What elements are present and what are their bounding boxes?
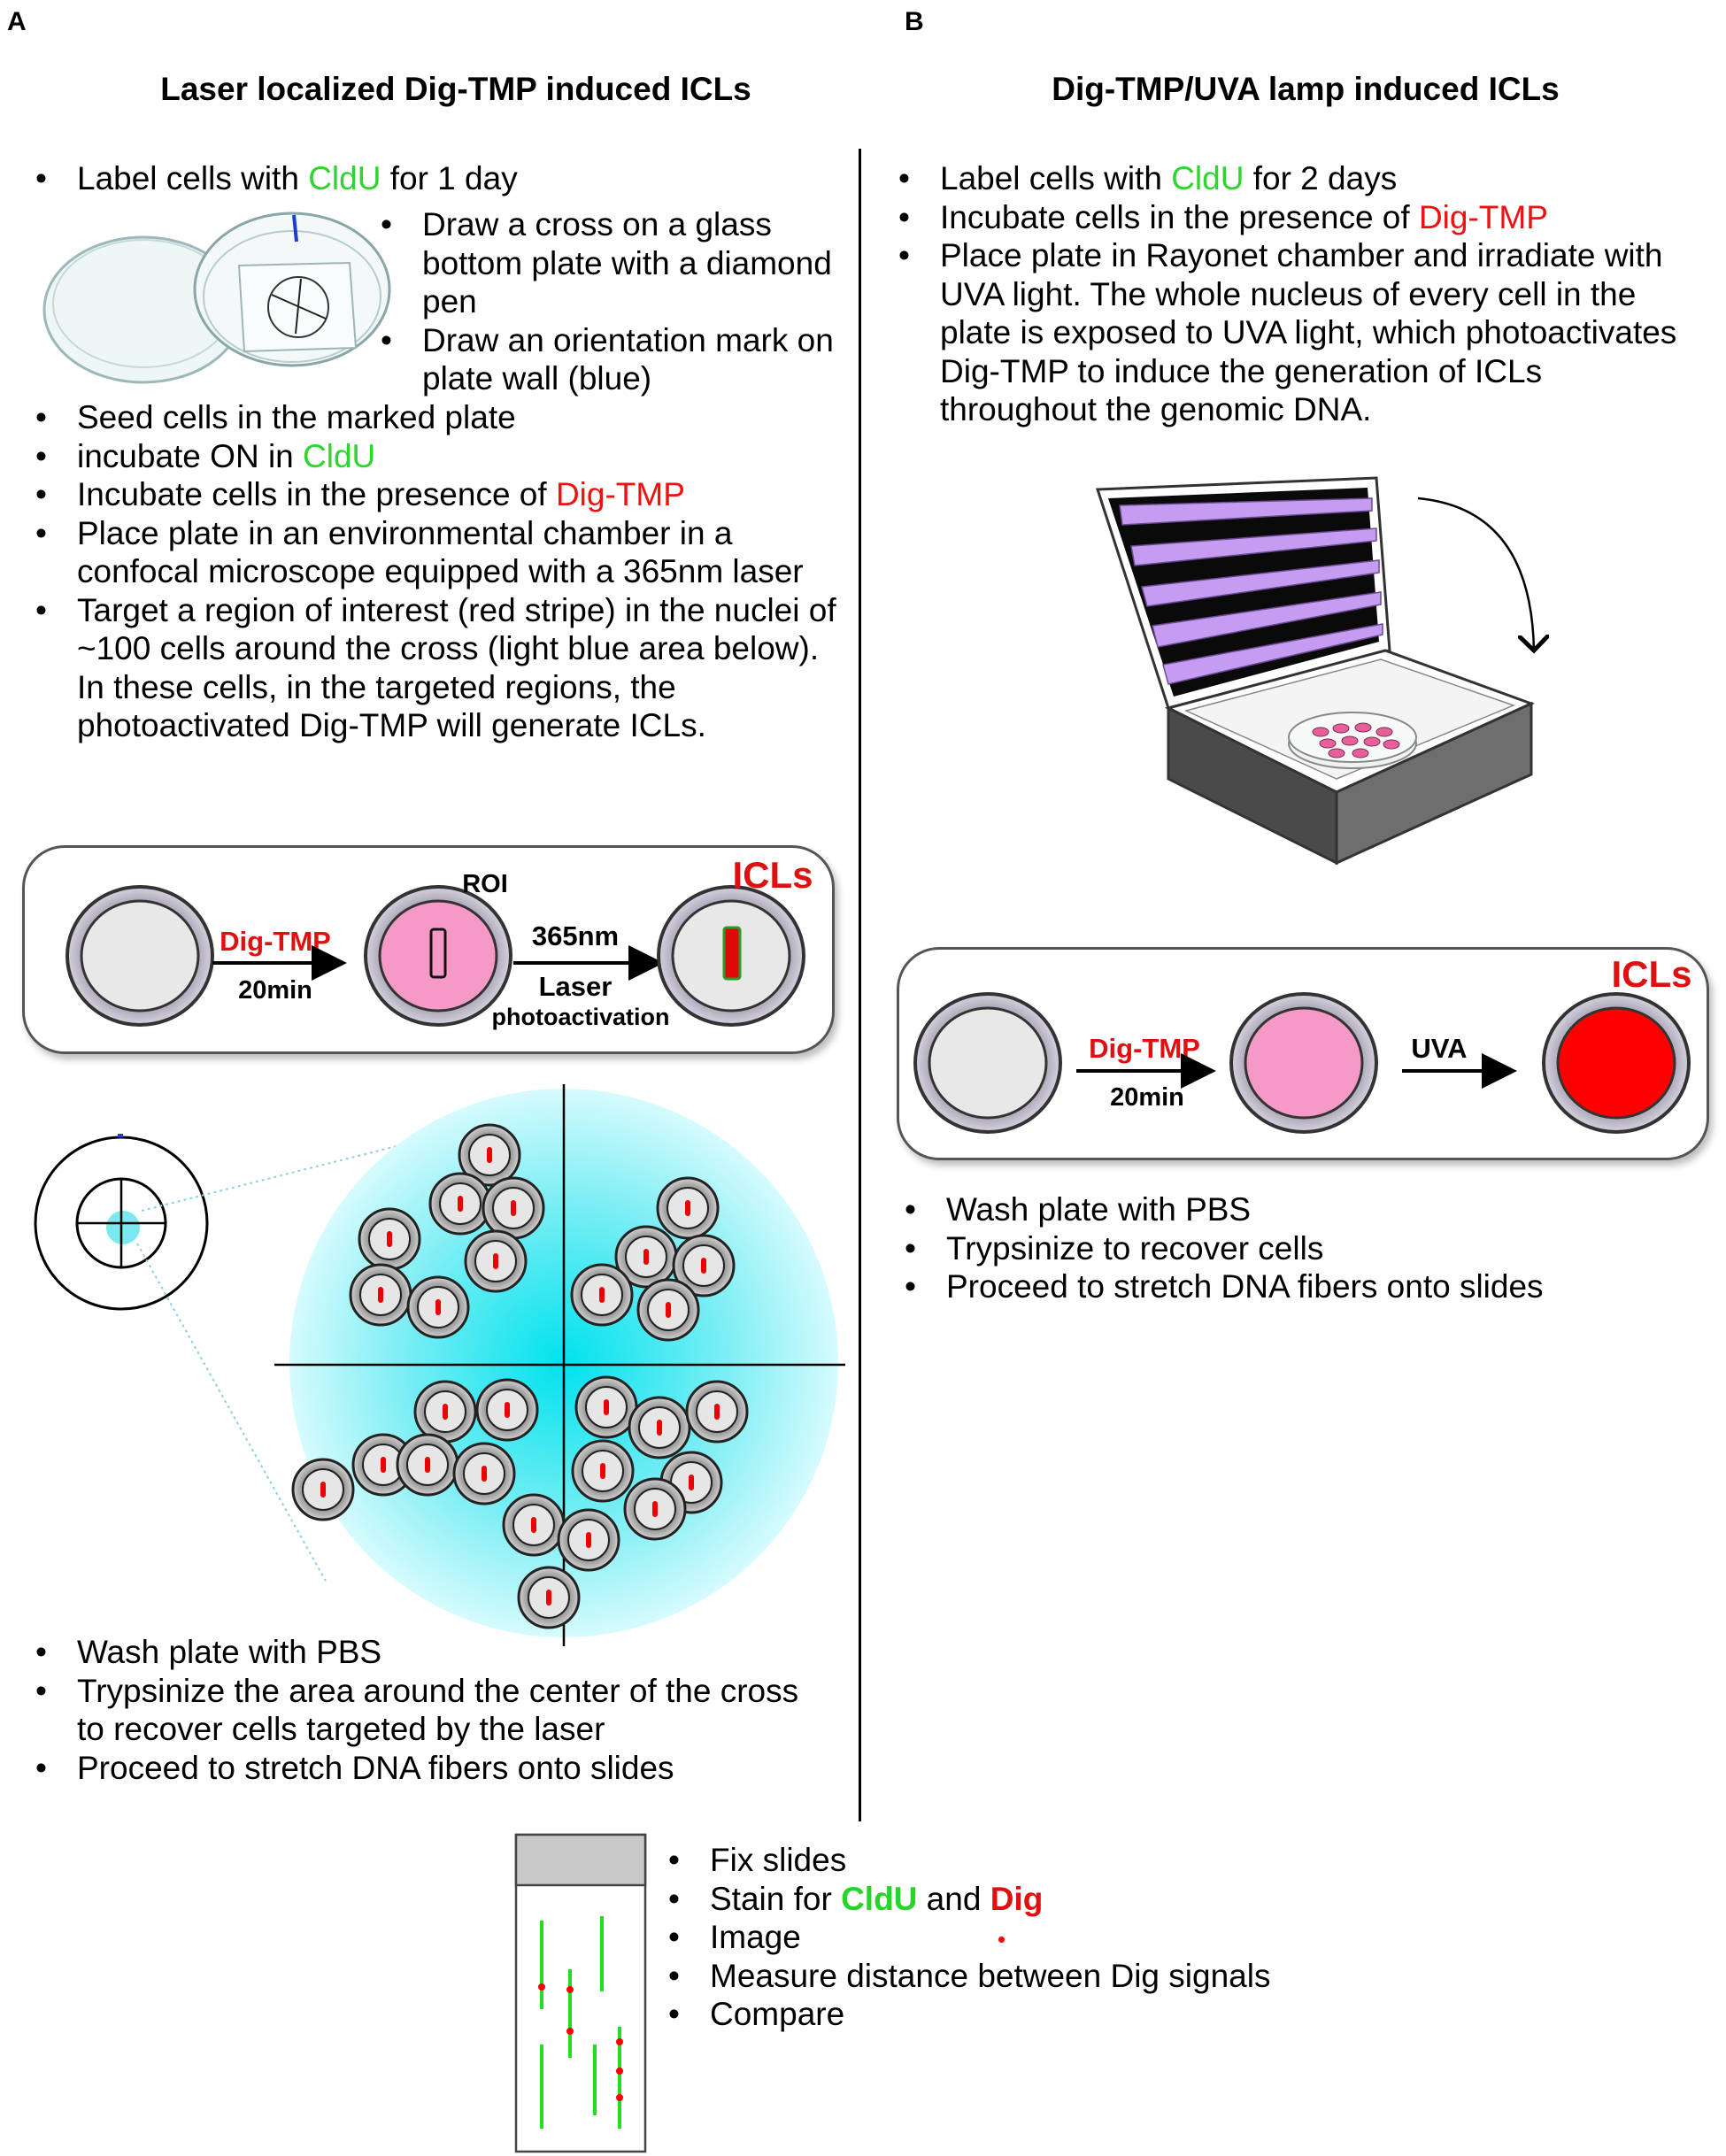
- bottom-step-compare: Compare: [668, 1995, 1465, 2034]
- rayonet-chamber-illustration: [1095, 476, 1567, 866]
- targeted-cell: [557, 1508, 620, 1572]
- targeted-cell: [413, 1380, 477, 1444]
- targeted-cell: [672, 1234, 736, 1297]
- bottom-step-stain: Stain for CldU and Dig: [668, 1880, 1465, 1919]
- b-step-stretch: Proceed to stretch DNA fibers onto slide…: [905, 1267, 1710, 1306]
- scheme-a-wavelength-label: 365nm: [532, 920, 619, 951]
- panel-b-steps-list: Label cells with CldU for 2 days Incubat…: [898, 159, 1704, 429]
- targeted-cell: [685, 1380, 749, 1444]
- targeted-cell: [574, 1375, 638, 1439]
- step-target-roi: Target a region of interest (red stripe)…: [35, 591, 838, 745]
- b-step-trypsinize: Trypsinize to recover cells: [905, 1229, 1710, 1268]
- targeted-cell: [358, 1207, 421, 1271]
- roi-rectangle: [429, 928, 447, 979]
- targeted-cell: [656, 1176, 720, 1240]
- b-step-incubate: Incubate cells in the presence of Dig-TM…: [898, 198, 1704, 237]
- scheme-a-laser-label: Laser: [539, 971, 613, 1002]
- targeted-cell: [406, 1275, 470, 1339]
- step-seed: Seed cells in the marked plate: [35, 398, 832, 437]
- targeted-cell: [571, 1439, 635, 1503]
- dish-step-orientation-mark: Draw an orientation mark on plate wall (…: [381, 321, 841, 398]
- cell-icl-laser: [657, 885, 805, 1027]
- dig-signals: [538, 1983, 623, 2101]
- b-step-rayonet: Place plate in Rayonet chamber and irrad…: [898, 236, 1704, 429]
- scheme-b-time-label: 20min: [1110, 1083, 1184, 1112]
- uva-scheme-box: Dig-TMP 20min UVA ICLs: [897, 947, 1709, 1160]
- dna-fiber-slide: [514, 1833, 647, 2153]
- targeted-cell: [349, 1263, 412, 1327]
- petri-dish-illustration: [42, 212, 391, 384]
- magnified-cell-field: [34, 1084, 845, 1646]
- targeted-cell: [482, 1176, 545, 1240]
- a-step-wash: Wash plate with PBS: [35, 1633, 832, 1672]
- step-incubate-on: incubate ON in CldU: [35, 437, 832, 476]
- dna-fibers: [540, 1916, 621, 2129]
- cell-b-untreated: [913, 992, 1062, 1134]
- bottom-step-image: Image: [668, 1918, 1465, 1957]
- uva-scheme-diagram: Dig-TMP 20min UVA ICLs: [913, 953, 1692, 1134]
- scheme-a-photoactivation-label: photoactivation: [492, 1004, 670, 1030]
- scheme-b-result-label: ICLs: [1611, 953, 1691, 995]
- panel-b-title: Dig-TMP/UVA lamp induced ICLs: [1052, 71, 1560, 107]
- targeted-cell: [502, 1493, 566, 1557]
- targeted-cell: [464, 1229, 528, 1293]
- panel-a-step-1: Label cells with CldU for 1 day: [35, 159, 832, 198]
- bottom-step-fix: Fix slides: [668, 1841, 1465, 1880]
- step-incubate-dig: Incubate cells in the presence of Dig-TM…: [35, 475, 832, 514]
- cell-b-icl: [1542, 992, 1691, 1134]
- targeted-cell: [396, 1433, 459, 1497]
- targeted-cell: [291, 1458, 355, 1521]
- step-place-microscope: Place plate in an environmental chamber …: [35, 514, 812, 591]
- b-step-wash: Wash plate with PBS: [905, 1190, 1710, 1229]
- dish-step-draw-cross: Draw a cross on a glass bottom plate wit…: [381, 205, 841, 321]
- bottom-steps-list: Fix slides Stain for CldU and Dig Image …: [668, 1841, 1465, 2034]
- bottom-step-measure: Measure distance between Dig signals: [668, 1957, 1465, 1996]
- panel-b-letter: B: [905, 7, 924, 36]
- targeted-cells: [291, 1123, 749, 1629]
- targeted-cell: [614, 1225, 678, 1289]
- panel-a-steps-list: Seed cells in the marked plate incubate …: [35, 398, 836, 745]
- panel-a-letter: A: [7, 7, 27, 36]
- targeted-cell: [475, 1378, 539, 1442]
- icl-stripe: [722, 926, 742, 981]
- a-step-stretch: Proceed to stretch DNA fibers onto slide…: [35, 1749, 832, 1788]
- overview-dish: [34, 1134, 209, 1311]
- laser-scheme-diagram: Dig-TMP 20min ROI 365nm Laser photoactiv…: [65, 854, 813, 1030]
- scheme-a-roi-label: ROI: [462, 870, 508, 898]
- cell-b-dig-treated: [1229, 992, 1378, 1134]
- targeted-cell: [517, 1566, 581, 1629]
- a-step-trypsinize: Trypsinize the area around the center of…: [35, 1672, 803, 1749]
- targeted-cell: [636, 1278, 700, 1342]
- scheme-b-drug-label: Dig-TMP: [1089, 1033, 1200, 1064]
- panel-a-after-steps: Wash plate with PBS Trypsinize the area …: [35, 1633, 832, 1787]
- scheme-a-drug-label: Dig-TMP: [220, 926, 331, 957]
- cell-untreated: [65, 885, 214, 1027]
- scheme-b-uva-label: UVA: [1411, 1033, 1467, 1064]
- panel-divider: [859, 149, 861, 1821]
- panel-b-after-steps: Wash plate with PBS Trypsinize to recove…: [905, 1190, 1710, 1306]
- dish-steps-list: Draw a cross on a glass bottom plate wit…: [381, 205, 841, 398]
- laser-scheme-box: Dig-TMP 20min ROI 365nm Laser photoactiv…: [22, 845, 835, 1054]
- targeted-cell: [570, 1263, 634, 1327]
- targeted-cell: [428, 1172, 492, 1236]
- cell-dig-treated: [364, 885, 512, 1027]
- dig-signal-dot: [998, 1937, 1005, 1943]
- targeted-cell: [458, 1123, 521, 1187]
- targeted-cell: [623, 1477, 687, 1541]
- scheme-a-result-label: ICLs: [732, 854, 813, 896]
- scheme-a-time-label: 20min: [238, 976, 312, 1005]
- b-step-label: Label cells with CldU for 2 days: [898, 159, 1704, 198]
- targeted-cell: [452, 1442, 516, 1505]
- panel-a-title: Laser localized Dig-TMP induced ICLs: [160, 71, 751, 107]
- targeted-cell: [628, 1396, 691, 1459]
